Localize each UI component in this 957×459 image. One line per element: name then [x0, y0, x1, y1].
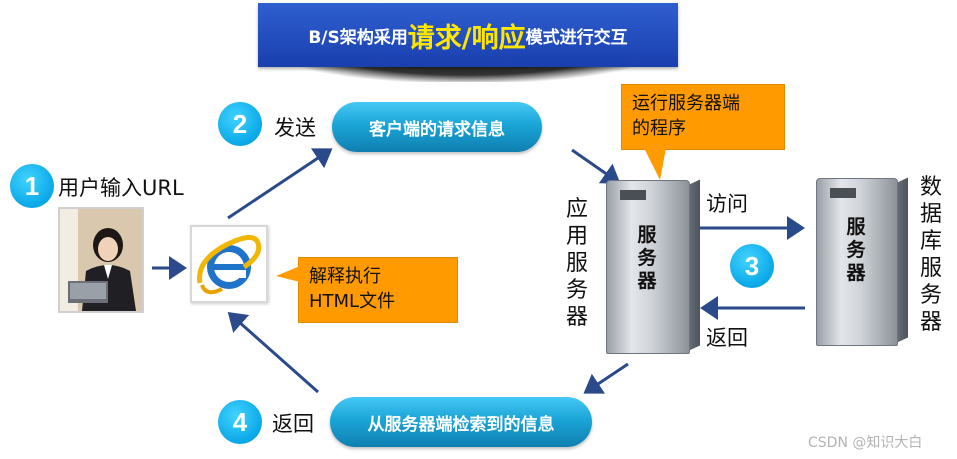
browser-callout-line-2: HTML文件 — [309, 291, 396, 312]
title-suffix: 模式进行交互 — [525, 27, 628, 48]
browser-callout-line-1: 解释执行 — [309, 266, 381, 287]
browser-tile — [190, 225, 268, 303]
arrow-to-app-server — [571, 148, 621, 184]
db-server-text: 服 务 器 — [846, 216, 866, 284]
step-2-badge: 2 — [218, 102, 262, 146]
arrow-to-browser — [227, 312, 319, 394]
db-return-label: 返回 — [706, 326, 748, 350]
step-4-badge: 4 — [218, 400, 262, 444]
server-callout: 运行服务器端 的程序 — [621, 84, 785, 150]
step-2-label: 发送 — [274, 116, 316, 140]
request-info-pill: 客户端的请求信息 — [332, 102, 542, 152]
server-callout-pointer — [644, 148, 666, 180]
arrow-to-request — [227, 148, 333, 220]
app-server-text: 服 务 器 — [637, 224, 657, 292]
visit-label: 访问 — [706, 192, 748, 216]
browser-callout-pointer — [276, 266, 300, 282]
step-4-label: 返回 — [272, 412, 314, 436]
arrow-to-response — [583, 362, 629, 394]
server-callout-line-1: 运行服务器端 — [632, 93, 740, 114]
step-1-label: 用户输入URL — [58, 176, 184, 200]
title-banner: B/S架构采用 请求/响应 模式进行交互 — [258, 3, 678, 67]
step-3-badge: 3 — [730, 244, 774, 288]
title-prefix: B/S架构采用 — [308, 27, 408, 48]
app-server-icon: 服 务 器 — [606, 179, 700, 354]
browser-callout: 解释执行 HTML文件 — [298, 257, 458, 323]
step-1-badge: 1 — [10, 164, 54, 208]
title-highlight: 请求/响应 — [407, 22, 526, 54]
app-server-label: 应 用 服 务 器 — [565, 197, 588, 330]
db-server-icon: 服 务 器 — [816, 177, 908, 346]
user-photo-icon — [60, 209, 142, 311]
db-server-label: 数 据 库 服 务 器 — [919, 175, 942, 335]
response-info-pill: 从服务器端检索到的信息 — [330, 397, 592, 447]
server-callout-line-2: 的程序 — [632, 118, 686, 139]
user-photo — [58, 207, 144, 313]
internet-explorer-icon — [197, 235, 262, 295]
watermark: CSDN @知识大白 — [808, 435, 923, 451]
